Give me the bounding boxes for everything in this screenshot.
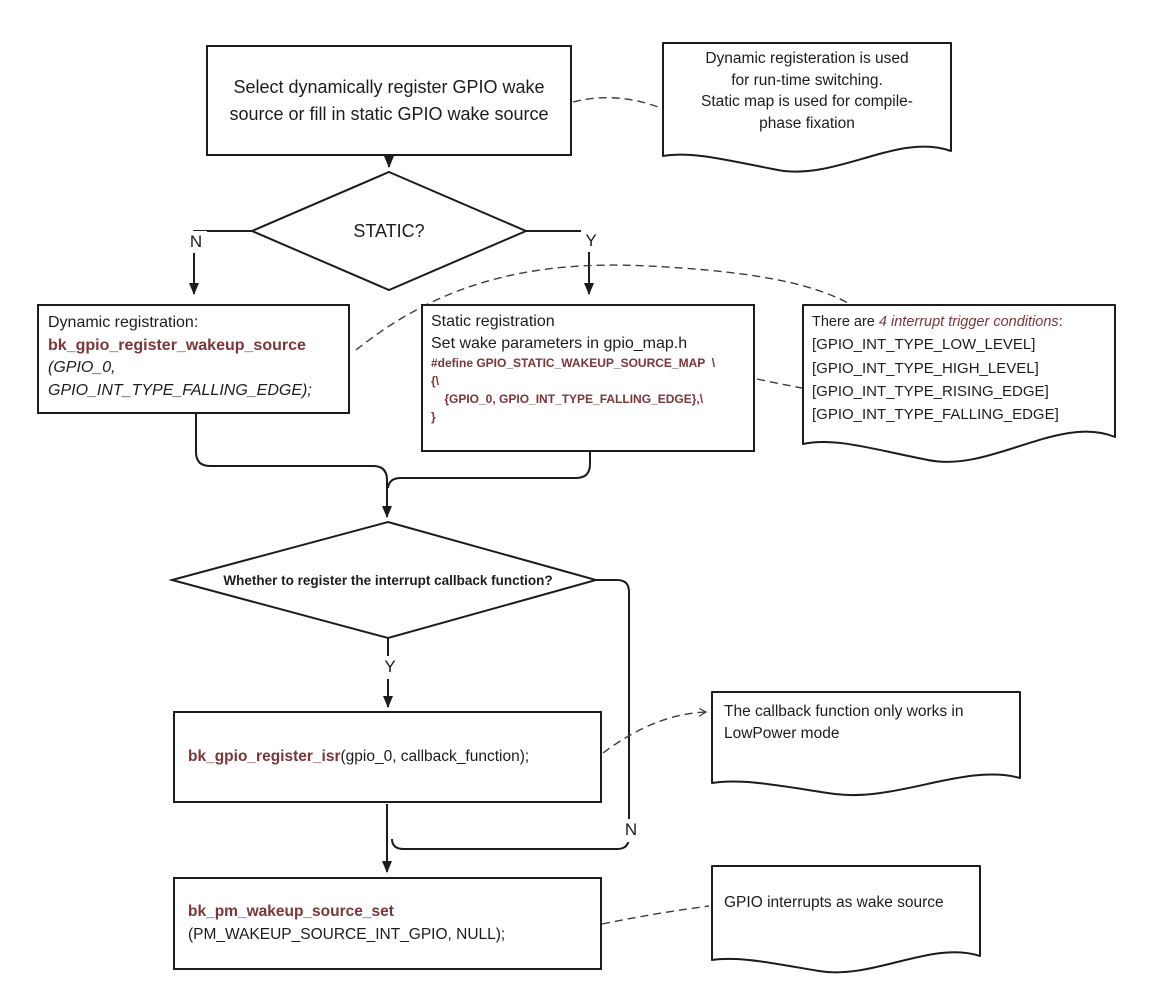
static-code-line: {\ — [431, 374, 440, 389]
document-callback-note — [711, 691, 1021, 797]
dynamic-args-line2: GPIO_INT_TYPE_FALLING_EDGE); — [48, 382, 312, 400]
document-wake-note — [711, 865, 981, 974]
register-isr-box: bk_gpio_register_isr(gpio_0, callback_fu… — [173, 711, 602, 803]
connector-decision2-no-loop — [391, 579, 630, 850]
dashed-pm-to-wake-note — [601, 905, 710, 925]
dashed-start-to-registration-note — [572, 96, 662, 109]
decision-static-shape — [249, 170, 529, 292]
decision-callback-shape — [168, 520, 600, 640]
trigger-note-highlight: 4 interrupt trigger conditions — [878, 314, 1059, 330]
decision-static-question: STATIC? — [353, 220, 425, 241]
dynamic-function-name: bk_gpio_register_wakeup_source — [48, 336, 306, 354]
connector-decision-yes-branch — [526, 230, 594, 295]
trigger-note-prefix: There are — [812, 314, 879, 330]
dashed-static-to-trigger-note — [756, 378, 803, 389]
decision-static-label: STATIC? — [252, 172, 526, 290]
dashed-isr-to-callback-note — [602, 712, 706, 754]
branch-label-no: N — [185, 231, 207, 253]
trigger-note-title: There are 4 interrupt trigger conditions… — [812, 311, 1110, 333]
dashed-dynamic-to-trigger-note — [355, 264, 851, 351]
static-code-line: #define GPIO_STATIC_WAKEUP_SOURCE_MAP \ — [431, 356, 716, 371]
pm-args: (PM_WAKEUP_SOURCE_INT_GPIO, NULL); — [188, 925, 506, 943]
static-registration-box: Static registration Set wake parameters … — [421, 304, 755, 452]
trigger-condition-item: [GPIO_INT_TYPE_HIGH_LEVEL] — [812, 359, 1039, 377]
trigger-note-text: There are 4 interrupt trigger conditions… — [812, 311, 1110, 426]
trigger-condition-item: [GPIO_INT_TYPE_RISING_EDGE] — [812, 382, 1049, 400]
pm-wakeup-source-box: bk_pm_wakeup_source_set (PM_WAKEUP_SOURC… — [173, 877, 602, 970]
registration-note-text: Dynamic registeration is used for run-ti… — [701, 50, 913, 133]
static-code-line: } — [431, 410, 436, 425]
connector-static-to-merge — [387, 452, 591, 489]
no2-label-text: N — [624, 820, 638, 840]
yes2-label-text: Y — [384, 657, 396, 677]
isr-args: (gpio_0, callback_function); — [340, 748, 530, 765]
trigger-condition-item: [GPIO_INT_TYPE_LOW_LEVEL] — [812, 336, 1036, 354]
static-code-line: {GPIO_0, GPIO_INT_TYPE_FALLING_EDGE},\ — [431, 392, 704, 407]
dynamic-args-line1: (GPIO_0, — [48, 359, 116, 377]
isr-call-text: bk_gpio_register_isr(gpio_0, callback_fu… — [188, 748, 529, 766]
decision-callback-label: Whether to register the interrupt callba… — [176, 522, 600, 638]
branch-label-yes: Y — [581, 230, 601, 252]
start-process-box: Select dynamically register GPIO wake so… — [206, 45, 572, 156]
static-title: Static registration — [431, 313, 555, 330]
decision-callback-question: Whether to register the interrupt callba… — [223, 572, 553, 588]
branch-label-no-2: N — [620, 819, 642, 842]
pm-function-name: bk_pm_wakeup_source_set — [188, 903, 394, 921]
document-registration-note — [662, 42, 952, 173]
document-trigger-note — [802, 304, 1116, 463]
no-label-text: N — [189, 231, 203, 251]
dynamic-registration-box: Dynamic registration: bk_gpio_register_w… — [37, 304, 350, 414]
connector-dynamic-to-merge — [195, 414, 392, 518]
static-subtitle: Set wake parameters in gpio_map.h — [431, 334, 688, 352]
trigger-note-suffix: : — [1058, 314, 1063, 330]
start-process-text: Select dynamically register GPIO wake so… — [229, 77, 549, 124]
yes-label-text: Y — [585, 230, 597, 250]
branch-label-yes-2: Y — [380, 656, 400, 679]
callback-note-text: The callback function only works in LowP… — [724, 703, 964, 743]
isr-function-name: bk_gpio_register_isr — [188, 748, 341, 765]
dynamic-title: Dynamic registration: — [48, 314, 199, 331]
wake-note-text: GPIO interrupts as wake source — [724, 894, 944, 911]
trigger-condition-item: [GPIO_INT_TYPE_FALLING_EDGE] — [812, 406, 1059, 424]
